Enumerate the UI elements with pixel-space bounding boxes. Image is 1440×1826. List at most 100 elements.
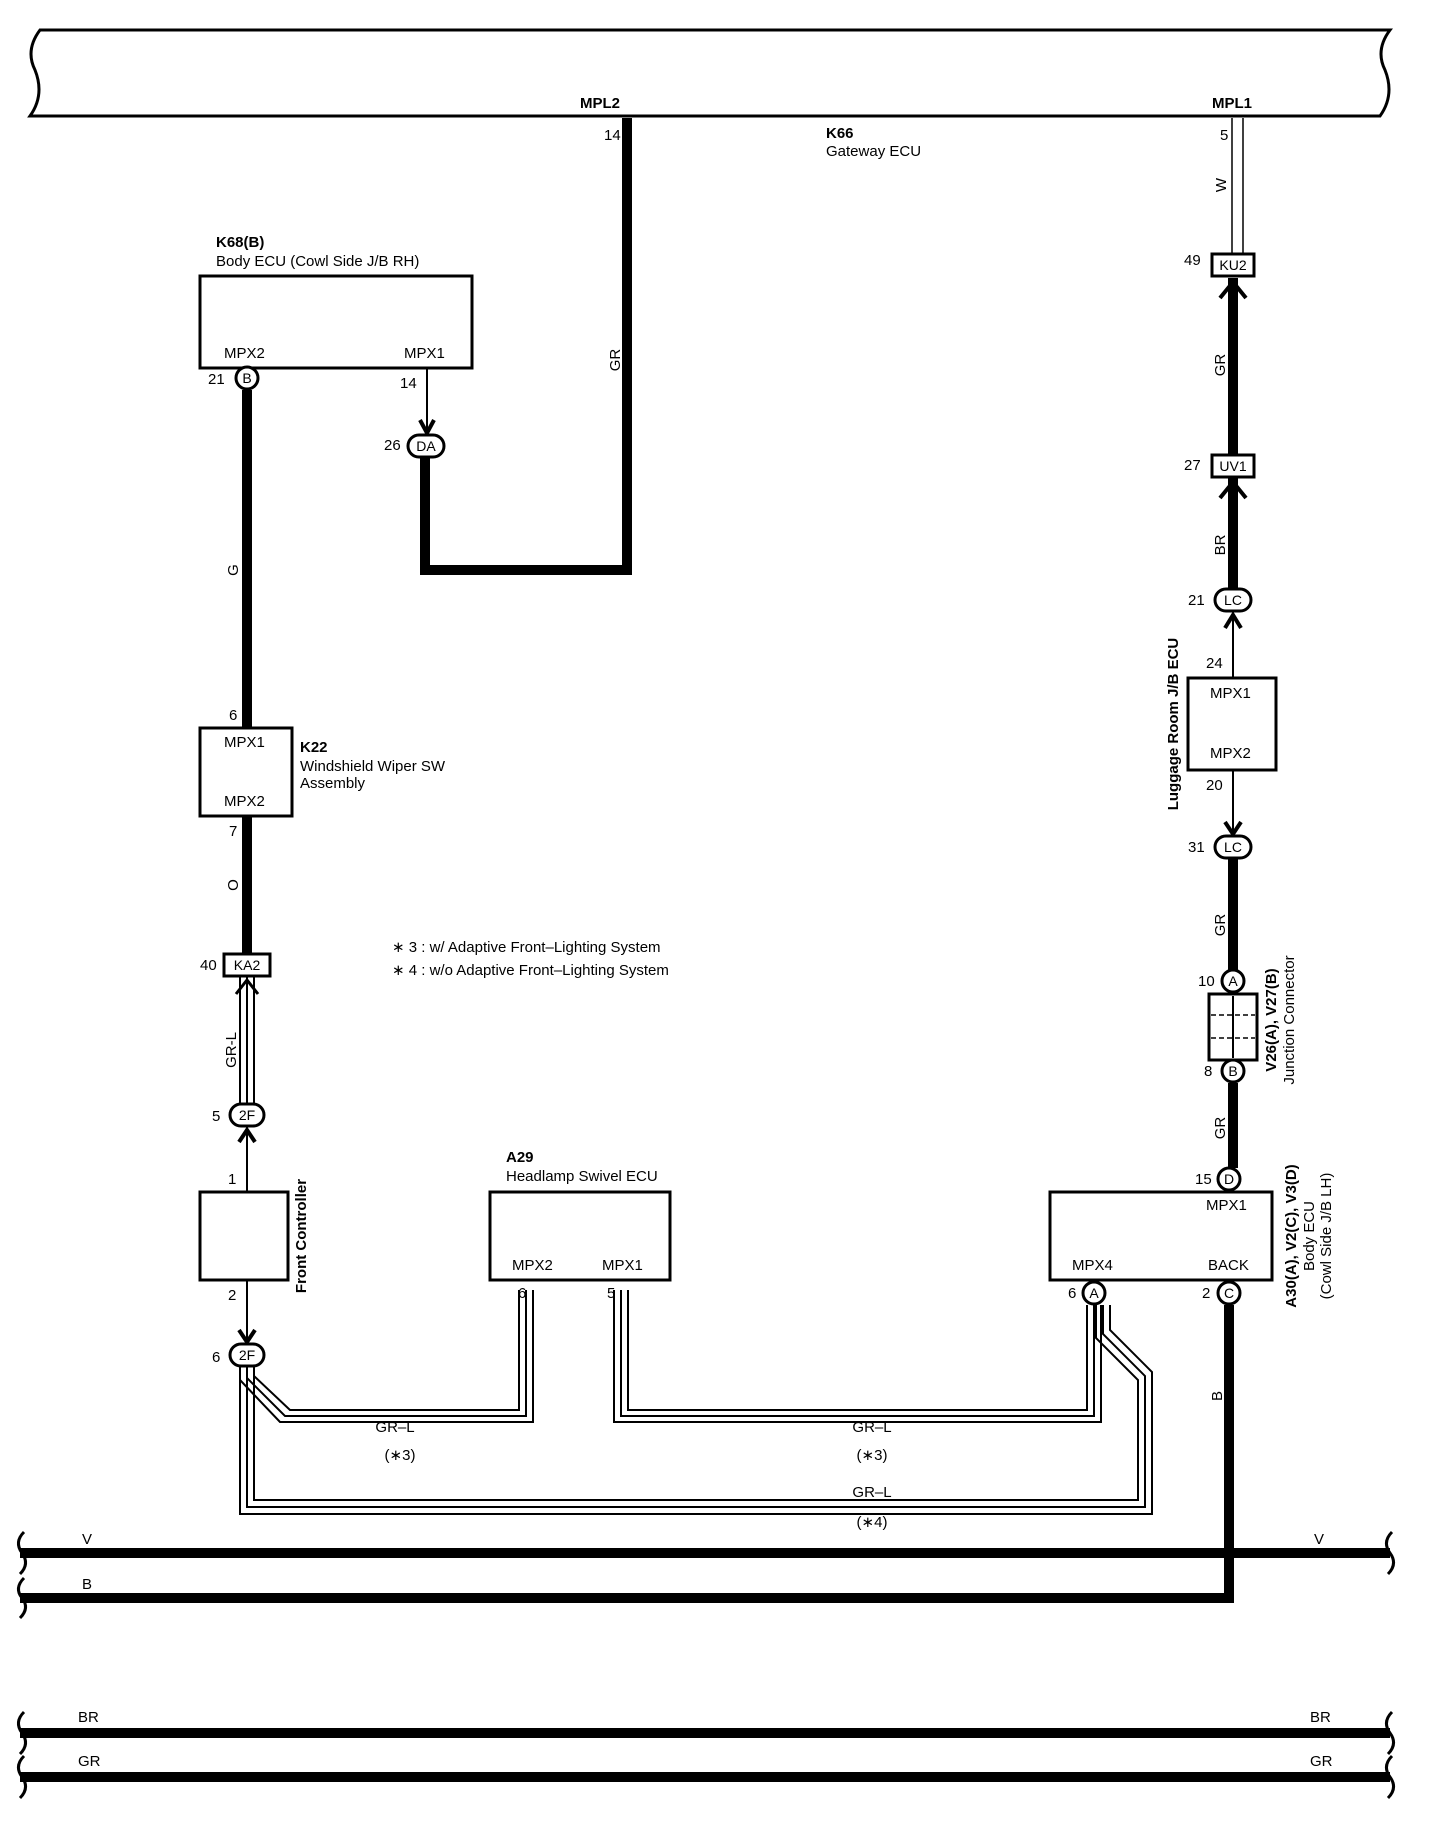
jc-code: V26(A), V27(B) <box>1263 968 1280 1071</box>
wire-grl-2-note: (∗3) <box>857 1447 888 1464</box>
wiper-pin-7: 7 <box>229 823 237 840</box>
conn-2f-bot-pin: 6 <box>212 1349 220 1366</box>
ku2-pin: 49 <box>1184 252 1201 269</box>
wire-grl-1-note: (∗3) <box>385 1447 416 1464</box>
jc-pin-10: 10 <box>1198 973 1215 990</box>
note-3: ∗ 3 : w/ Adaptive Front–Lighting System <box>392 939 661 956</box>
wire-b-back-label: B <box>1209 1391 1226 1401</box>
body-ecu-rh-pin-21: 21 <box>208 371 225 388</box>
connector-b-rh <box>234 365 260 391</box>
wiper-mpx1: MPX1 <box>224 734 265 751</box>
wire-grl-2f-bodylh <box>239 1305 1153 1515</box>
gateway-name: Gateway ECU <box>826 143 921 160</box>
body-ecu-lh-pin-15: 15 <box>1195 1171 1212 1188</box>
headlamp-ecu-box <box>488 1190 672 1282</box>
wiper-name-2: Assembly <box>300 775 366 792</box>
connector-da <box>406 433 446 459</box>
arrow-ka2-icon <box>234 977 260 995</box>
connector-ku2 <box>1210 252 1256 278</box>
connector-2f-bot-label: 2F <box>239 1347 255 1363</box>
connector-uv1 <box>1210 453 1256 479</box>
connector-b-rh-label: B <box>242 370 251 386</box>
connector-uv1-label: UV1 <box>1219 458 1246 474</box>
connector-a-lh-label: A <box>1089 1285 1099 1301</box>
ka2-pin: 40 <box>200 957 217 974</box>
connector-jc-a-label: A <box>1228 973 1238 989</box>
wire-grl-headlamp-bodylh <box>613 1290 1102 1423</box>
wire-gr2-label: GR <box>1212 914 1229 937</box>
arrow-2f-bot-icon <box>237 1328 257 1346</box>
connector-lc2-label: LC <box>1224 839 1242 855</box>
bus-br-left: BR <box>78 1709 99 1726</box>
bus-gr-left: GR <box>78 1753 101 1770</box>
lr-mpx1: MPX1 <box>1210 685 1251 702</box>
body-ecu-lh-name-2: (Cowl Side J/B LH) <box>1318 1173 1335 1300</box>
gateway-pin-14: 14 <box>604 127 621 144</box>
headlamp-code: A29 <box>506 1149 534 1166</box>
arrow-da-icon <box>418 419 436 438</box>
connector-a-lh <box>1081 1280 1107 1306</box>
bus-gr-right: GR <box>1310 1753 1333 1770</box>
body-ecu-rh-name: Body ECU (Cowl Side J/B RH) <box>216 253 419 270</box>
body-ecu-rh-code: K68(B) <box>216 234 264 251</box>
lr-pin-24: 24 <box>1206 655 1223 672</box>
connector-jc-a <box>1220 968 1246 994</box>
lc2-pin: 31 <box>1188 839 1205 856</box>
wire-w-label: W <box>1213 177 1230 192</box>
body-ecu-lh-box <box>1048 1190 1274 1282</box>
body-ecu-rh-box <box>198 274 474 370</box>
lr-mpx2: MPX2 <box>1210 745 1251 762</box>
wire-gr1-label: GR <box>1212 354 1229 377</box>
body-ecu-rh-mpx2: MPX2 <box>224 345 265 362</box>
wire-g-label: G <box>225 564 242 576</box>
wire-grl-2-label: GR–L <box>852 1419 891 1436</box>
jc-pin-8: 8 <box>1204 1063 1212 1080</box>
headlamp-pin-6: 6 <box>518 1285 526 1302</box>
bus-br-right: BR <box>1310 1709 1331 1726</box>
wire-gr-mpl2 <box>420 118 632 575</box>
connector-jc-b-label: B <box>1228 1063 1237 1079</box>
bus-b-break <box>17 1576 27 1620</box>
arrow-uv1-icon <box>1218 478 1248 500</box>
connector-ku2-label: KU2 <box>1219 257 1246 273</box>
wire-o-label: O <box>225 879 242 891</box>
front-controller-box <box>198 1190 290 1282</box>
mpl1-label: MPL1 <box>1212 95 1252 112</box>
front-controller-name: Front Controller <box>293 1179 310 1293</box>
connector-c <box>1216 1280 1242 1306</box>
gateway-bus-bar <box>27 28 1393 118</box>
arrow-lc1-icon <box>1223 611 1243 630</box>
body-ecu-lh-pin-6: 6 <box>1068 1285 1076 1302</box>
headlamp-mpx2: MPX2 <box>512 1257 553 1274</box>
arrow-ku2-icon <box>1218 278 1248 300</box>
pin-26: 26 <box>384 437 401 454</box>
wiper-name-1: Windshield Wiper SW <box>300 758 446 775</box>
body-ecu-lh-codes: A30(A), V2(C), V3(D) <box>1283 1164 1300 1307</box>
connector-d-label: D <box>1224 1171 1234 1187</box>
connector-jc-b <box>1220 1058 1246 1084</box>
lr-name: Luggage Room J/B ECU <box>1165 638 1182 811</box>
headlamp-pin-5: 5 <box>607 1285 615 1302</box>
wiper-switch-box <box>198 726 294 818</box>
uv1-pin: 27 <box>1184 457 1201 474</box>
connector-2f-top-label: 2F <box>239 1107 255 1123</box>
body-ecu-lh-back: BACK <box>1208 1257 1249 1274</box>
lr-pin-20: 20 <box>1206 777 1223 794</box>
conn-2f-top-pin: 5 <box>212 1108 220 1125</box>
wire-grl-label: GR-L <box>223 1032 240 1068</box>
bus-v-right: V <box>1314 1531 1324 1548</box>
wiper-mpx2: MPX2 <box>224 793 265 810</box>
wire-grl-3-label: GR–L <box>852 1484 891 1501</box>
wire-br-label: BR <box>1212 534 1229 555</box>
body-ecu-lh-mpx4: MPX4 <box>1072 1257 1113 1274</box>
note-4: ∗ 4 : w/o Adaptive Front–Lighting System <box>392 962 669 979</box>
lower-bus-br <box>17 1710 1395 1756</box>
wiper-code: K22 <box>300 739 328 756</box>
gateway-pin-5: 5 <box>1220 127 1228 144</box>
wire-grl-3-note: (∗4) <box>857 1514 888 1531</box>
wiper-pin-6: 6 <box>229 707 237 724</box>
jc-name: Junction Connector <box>1281 955 1298 1084</box>
body-ecu-lh-name-1: Body ECU <box>1301 1201 1318 1271</box>
connector-c-label: C <box>1224 1285 1234 1301</box>
